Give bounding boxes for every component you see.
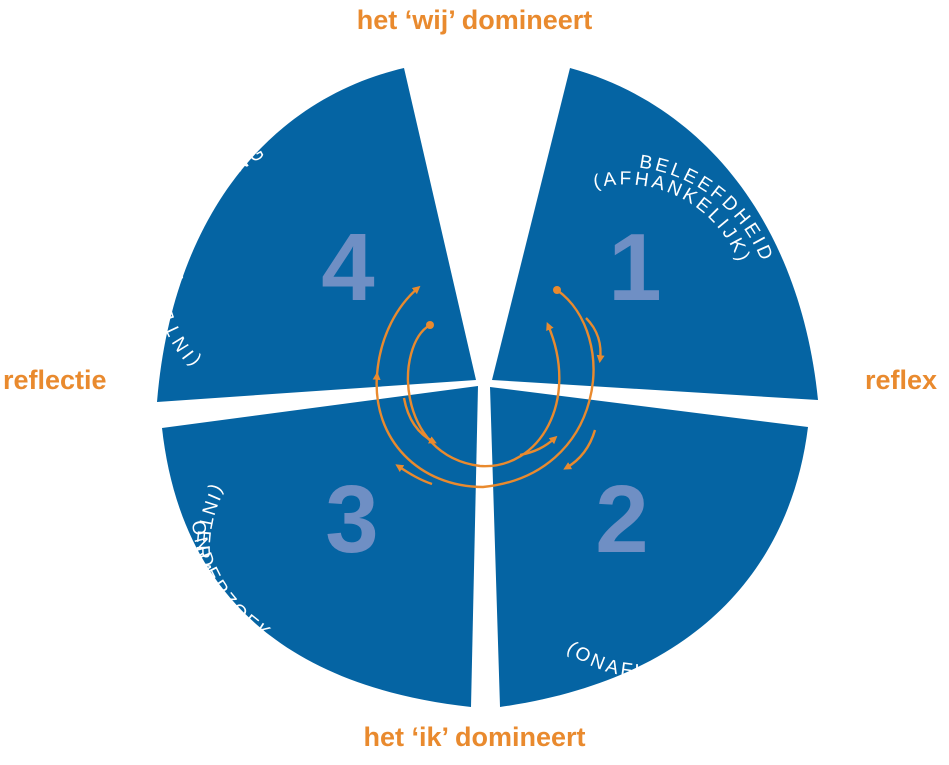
- mid-arrow-lower-left: [402, 397, 437, 444]
- axis-label-right: reflex: [864, 365, 937, 395]
- cycle-start-dot-left: [426, 321, 434, 329]
- mid-arrow-lower-right: [563, 429, 597, 470]
- axis-label-left: reflectie: [3, 365, 107, 395]
- segment-q2: [490, 387, 808, 707]
- quadrant-number-1: 1: [608, 214, 661, 321]
- axis-label-top: het ‘wij’ domineert: [356, 5, 593, 35]
- quadrant-number-4: 4: [321, 214, 374, 321]
- circular-arrows-icon: [372, 285, 605, 489]
- outer-cycle-arrow: [372, 289, 595, 489]
- segment-q4: [157, 68, 476, 402]
- mid-arrow-center-right: [519, 435, 558, 457]
- cycle-start-dot-right: [553, 286, 561, 294]
- mid-arrow-right-down: [585, 317, 605, 364]
- quadrant-number-2: 2: [595, 466, 648, 573]
- inner-cycle-arrow: [406, 322, 561, 468]
- mid-arrow-bottom-left: [395, 464, 433, 486]
- axis-label-bottom: het ‘ik’ domineert: [363, 722, 586, 752]
- quadrant-number-3: 3: [325, 466, 378, 573]
- outer-cycle-arrow-end: [375, 285, 421, 376]
- segment-q1: [492, 68, 818, 400]
